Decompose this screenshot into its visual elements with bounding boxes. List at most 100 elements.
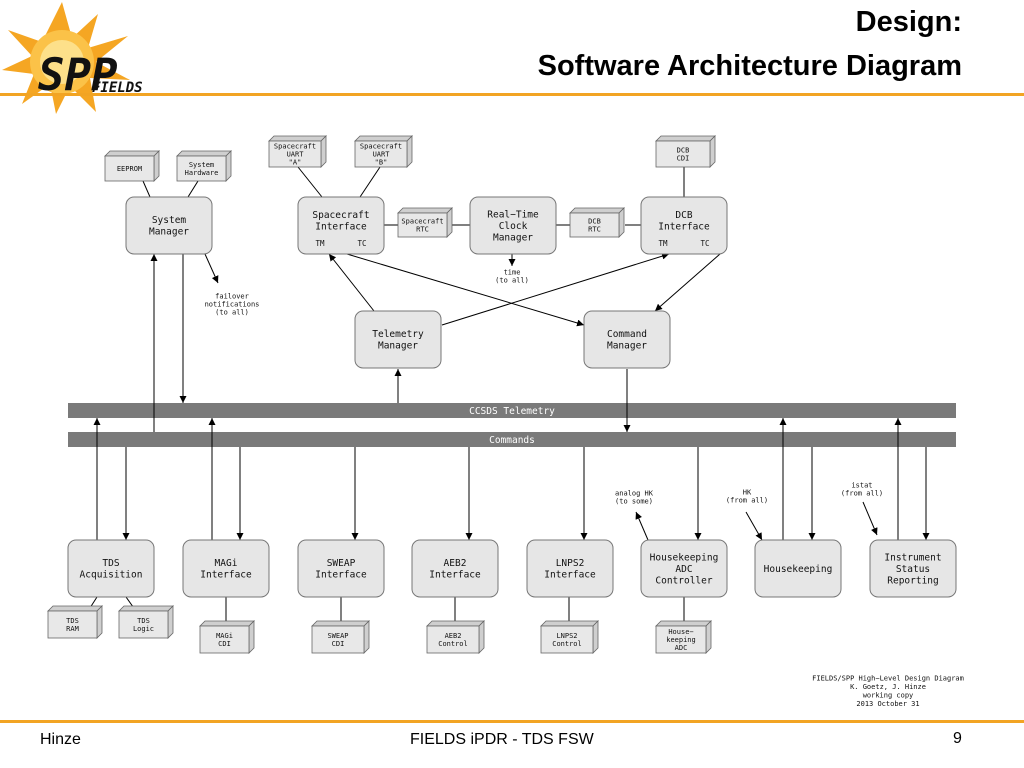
lnps2-interface-line: Interface bbox=[544, 570, 596, 581]
eeprom-hardware-box: EEPROM bbox=[104, 150, 160, 182]
logo-subtext: FIELDS bbox=[92, 80, 143, 96]
arrows bbox=[93, 252, 930, 541]
aeb2-interface-line: Interface bbox=[429, 570, 481, 581]
hk-adc-line: House− bbox=[668, 628, 693, 636]
tds-acquisition-line: Acquisition bbox=[80, 570, 143, 581]
uart-b-line: "B" bbox=[375, 158, 388, 166]
telemetry-manager-line: Manager bbox=[378, 341, 418, 352]
hk-adc-controller-line: Controller bbox=[655, 575, 712, 586]
rtc-manager-line: Real−Time bbox=[487, 209, 539, 220]
lnps2-interface-line: LNPS2 bbox=[556, 558, 585, 569]
system-hardware-line: System bbox=[189, 161, 214, 169]
dcb-interface-line: Interface bbox=[658, 222, 710, 233]
sc-rtc-line: Spacecraft bbox=[401, 217, 443, 225]
aeb2-control-line: AEB2 bbox=[445, 632, 462, 640]
tc-label: TC bbox=[357, 239, 366, 248]
lnps2-control-line: LNPS2 bbox=[556, 632, 577, 640]
hk-adc-line: ADC bbox=[675, 644, 688, 652]
hk-annotation: HK(from all) bbox=[726, 488, 768, 504]
dcb-rtc-line: DCB bbox=[588, 217, 601, 225]
rtc-manager-line: Clock bbox=[499, 221, 528, 232]
footer-author: Hinze bbox=[40, 731, 81, 748]
instrument-status-line: Status bbox=[896, 564, 930, 575]
housekeeping-line: Housekeeping bbox=[764, 564, 833, 575]
magi-cdi-line: CDI bbox=[218, 640, 231, 648]
sweap-interface-line: SWEAP bbox=[327, 558, 356, 569]
spp-fields-logo: SPP FIELDS bbox=[2, 2, 143, 114]
telemetry-bus-label: CCSDS Telemetry bbox=[469, 406, 555, 417]
system-manager-line: Manager bbox=[149, 227, 189, 238]
magi-interface-line: MAGi bbox=[215, 558, 238, 569]
aeb2-control-line: Control bbox=[438, 640, 468, 648]
istat-line: istat bbox=[851, 481, 872, 489]
caption-line: K. Goetz, J. Hinze bbox=[850, 683, 926, 691]
dcb-rtc-line: RTC bbox=[588, 225, 601, 233]
failover-line: failover bbox=[215, 292, 249, 300]
command-manager-line: Command bbox=[607, 329, 647, 340]
telemetry-manager-line: Telemetry bbox=[372, 329, 424, 340]
lnps2-control-line: Control bbox=[552, 640, 582, 648]
uart-b-line: UART bbox=[373, 150, 391, 158]
housekeeping-box: Housekeeping bbox=[754, 539, 842, 598]
tds-ram-line: RAM bbox=[66, 625, 79, 633]
tds-acquisition-line: TDS bbox=[102, 558, 119, 569]
command-manager-line: Manager bbox=[607, 341, 647, 352]
uart-b-line: Spacecraft bbox=[360, 142, 402, 150]
failover-line: notifications bbox=[205, 300, 260, 308]
time-annotation: time(to all) bbox=[495, 268, 529, 284]
commands-bus-label: Commands bbox=[489, 435, 535, 446]
eeprom-line: EEPROM bbox=[117, 165, 142, 173]
sweap-cdi-line: CDI bbox=[332, 640, 345, 648]
uart-a-line: UART bbox=[287, 150, 305, 158]
uart-a-line: Spacecraft bbox=[274, 142, 316, 150]
slide-title-line2: Software Architecture Diagram bbox=[537, 50, 962, 82]
system-hardware-line: Hardware bbox=[185, 169, 219, 177]
istat-line: (from all) bbox=[841, 489, 883, 497]
instrument-status-line: Instrument bbox=[884, 552, 941, 563]
analog-hk-line: (to some) bbox=[615, 497, 653, 505]
sc-rtc-line: RTC bbox=[416, 225, 429, 233]
footer-title: FIELDS iPDR - TDS FSW bbox=[410, 731, 594, 748]
tm-label: TM bbox=[315, 239, 325, 248]
tc-label: TC bbox=[700, 239, 709, 248]
spacecraft-interface-line: Spacecraft bbox=[312, 210, 369, 221]
instrument-status-line: Reporting bbox=[887, 575, 938, 586]
sweap-cdi-line: SWEAP bbox=[327, 632, 348, 640]
spacecraft-interface-line: Interface bbox=[315, 222, 367, 233]
page-number: 9 bbox=[953, 730, 962, 747]
magi-interface-line: Interface bbox=[200, 570, 252, 581]
tds-logic-line: TDS bbox=[137, 617, 150, 625]
analog-hk-annotation: analog HK(to some) bbox=[615, 489, 654, 505]
bottom-rule bbox=[0, 720, 1024, 723]
commands-bus: Commands bbox=[68, 432, 956, 447]
hk-line: HK bbox=[743, 488, 752, 496]
sun-icon bbox=[2, 2, 130, 114]
magi-cdi-line: MAGi bbox=[216, 632, 233, 640]
telemetry-bus: CCSDS Telemetry bbox=[68, 403, 956, 418]
